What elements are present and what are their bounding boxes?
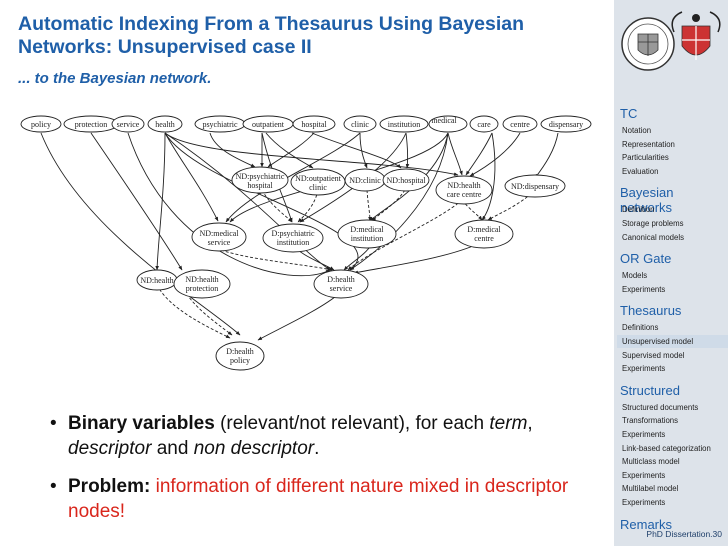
node-d: institution — [277, 238, 309, 247]
slide-main: Automatic Indexing From a Thesaurus Usin… — [18, 13, 598, 538]
bullet-italic-text: term — [489, 413, 528, 434]
node-nd: care centre — [447, 190, 482, 199]
node-term: protection — [75, 120, 107, 129]
sidebar-item[interactable]: Notation — [622, 126, 652, 135]
sidebar-section[interactable]: TC — [620, 106, 638, 121]
node-nd: hospital — [247, 181, 273, 190]
bayesian-network-diagram: policy protection service health psychia… — [20, 115, 592, 371]
sidebar-section[interactable]: Remarks — [620, 516, 673, 532]
node-d: D:medical — [350, 225, 384, 234]
node-term: psychiatric — [202, 120, 238, 129]
node-d: institution — [351, 234, 383, 243]
sidebar-item[interactable]: Unsupervised model — [622, 337, 694, 346]
sidebar-section[interactable]: OR Gate — [620, 251, 672, 267]
node-nd: ND:medical — [199, 229, 239, 238]
bullet-text: (relevant/not relevant), for each — [214, 413, 490, 434]
sidebar-item[interactable]: Experiments — [622, 470, 666, 480]
sidebar-item[interactable]: Structured documents — [622, 402, 699, 412]
sidebar-item[interactable]: Particularities — [622, 153, 669, 163]
node-nd: ND:health — [140, 276, 173, 285]
node-nd: protection — [186, 284, 218, 293]
sidebar-item[interactable]: Definitions — [622, 323, 659, 333]
sidebar-item[interactable]: Experiments — [622, 284, 666, 294]
node-d: D:health — [226, 347, 254, 356]
sidebar-item[interactable]: Models — [622, 271, 648, 281]
node-term: institution — [388, 120, 420, 129]
sidebar-item[interactable]: Experiments — [622, 364, 666, 374]
sidebar-item[interactable]: Storage problems — [622, 219, 684, 228]
node-term: dispensary — [549, 120, 583, 129]
node-term: health — [155, 120, 175, 129]
bullet-list: • Binary variables (relevant/not relevant… — [38, 412, 598, 538]
footer-page-label: PhD Dissertation.30 — [646, 529, 722, 539]
node-nd: clinic — [309, 183, 327, 192]
sidebar-section[interactable]: Structured — [620, 382, 680, 398]
sidebar-item[interactable]: Evaluation — [622, 166, 659, 176]
sidebar-item[interactable]: Representation — [622, 139, 675, 149]
navigation-sidebar — [614, 0, 728, 546]
node-nd: ND:clinic — [349, 176, 381, 185]
node-term: clinic — [351, 120, 369, 129]
node-d: centre — [474, 234, 494, 243]
sidebar-item[interactable]: Canonical models — [622, 232, 684, 242]
node-nd: ND:psychiatric — [236, 172, 285, 181]
sidebar-section[interactable]: Thesaurus — [620, 303, 682, 319]
university-seal-logo — [621, 11, 721, 71]
node-term: hospital — [301, 120, 327, 129]
node-nd: ND:outpatient — [295, 174, 342, 183]
bullet-red-text: information of different nature mixed in… — [68, 476, 569, 522]
bullet-dot-icon: • — [50, 476, 57, 497]
sidebar-item[interactable]: Multiclass model — [622, 457, 680, 467]
bullet-item: • Problem: information of different natur… — [38, 475, 598, 524]
sidebar-active-highlight — [617, 335, 728, 348]
node-term: service — [117, 120, 140, 129]
sidebar-item[interactable]: Experiments — [622, 430, 666, 439]
bullet-italic-text: descriptor — [68, 437, 152, 459]
slide-title-line1: Automatic Indexing From a Thesaurus Usin… — [18, 13, 525, 35]
node-nd: ND:health — [447, 181, 480, 190]
sidebar-item[interactable]: Multilabel model — [622, 484, 679, 494]
node-term: outpatient — [252, 120, 285, 129]
bullet-bold-text: Problem: — [68, 476, 151, 497]
sidebar-item[interactable]: Supervised model — [622, 350, 685, 360]
node-d: D:health — [327, 275, 355, 284]
node-nd: ND:dispensary — [511, 182, 559, 191]
bullet-text: and — [151, 437, 194, 459]
node-nd: ND:health — [185, 275, 218, 284]
sidebar-section[interactable]: Bayesian networks — [620, 185, 674, 216]
bullet-text: , — [527, 413, 533, 434]
bullet-bold-text: Binary variables — [68, 413, 215, 434]
sidebar-item[interactable]: Link-based categorization — [622, 443, 711, 453]
node-term: centre — [510, 120, 530, 129]
node-d: D:psychiatric — [271, 229, 315, 238]
sidebar-item[interactable]: Experiments — [622, 498, 666, 507]
bullet-item: • Binary variables (relevant/not relevant… — [38, 412, 598, 461]
node-d: D:medical — [467, 225, 501, 234]
sidebar-item[interactable]: Transformations — [622, 416, 679, 426]
sidebar-item[interactable]: Definition — [622, 205, 655, 215]
bullet-dot-icon: • — [50, 413, 57, 434]
slide-subtitle: ... to the Bayesian network. — [18, 70, 212, 87]
slide-title-line2: Networks: Unsupervised case II — [18, 36, 312, 58]
bullet-italic-text: non descriptor — [193, 437, 315, 459]
node-d: service — [330, 284, 353, 293]
bullet-text: . — [314, 437, 320, 459]
node-term: medical — [431, 116, 457, 125]
node-nd: service — [208, 238, 231, 247]
node-nd: ND:hospital — [386, 176, 426, 185]
node-d: policy — [230, 356, 250, 365]
node-term: policy — [31, 120, 51, 129]
node-term: care — [477, 120, 491, 129]
